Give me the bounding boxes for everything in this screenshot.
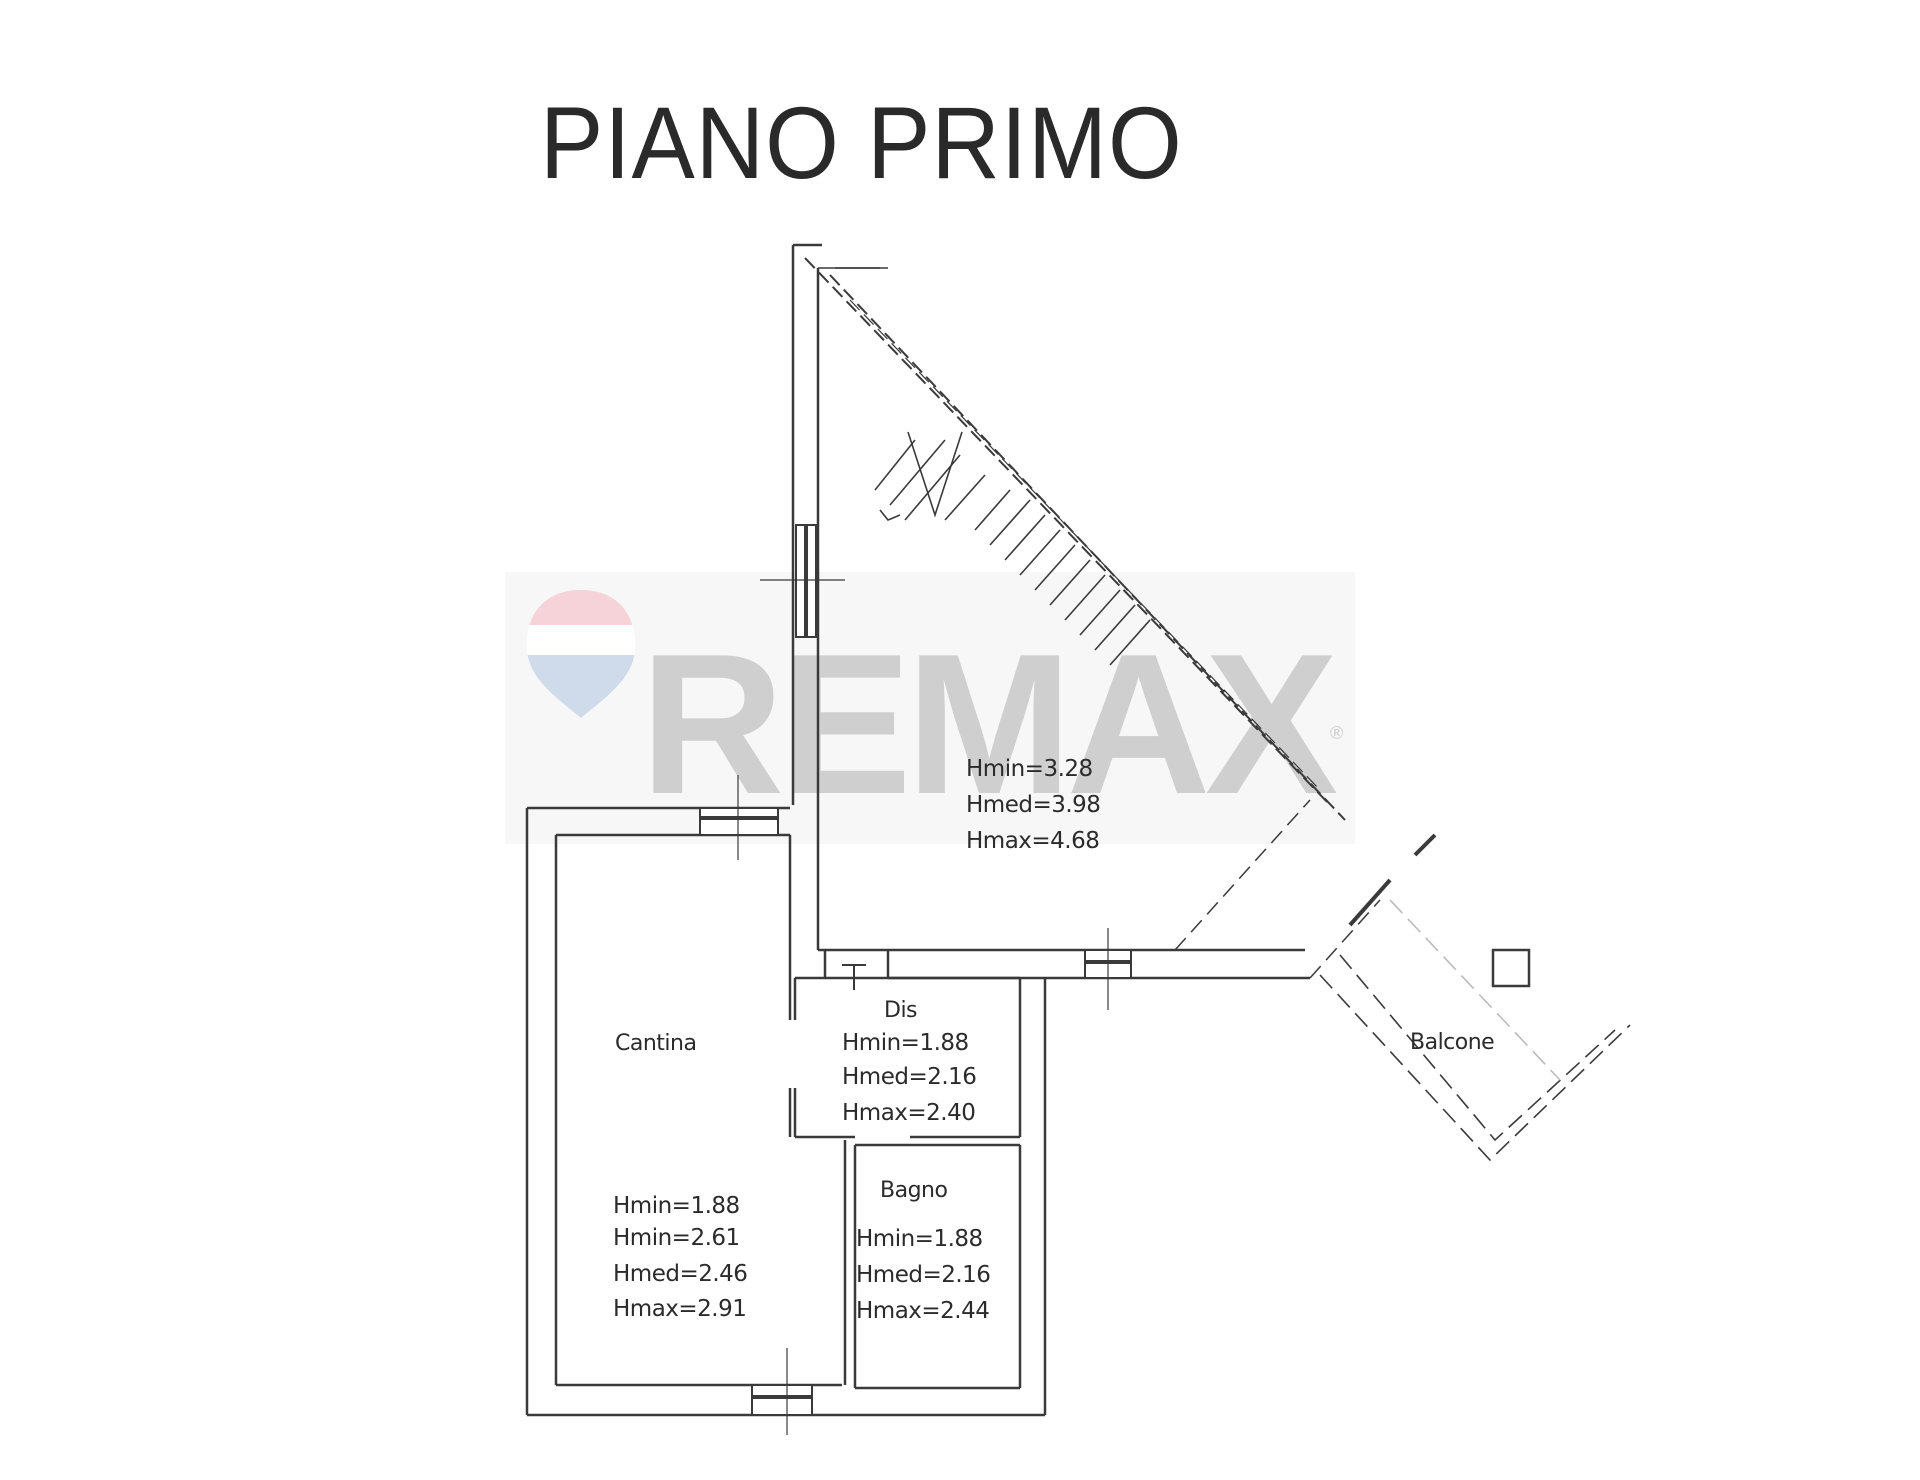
balcone-label: Balcone <box>1410 1030 1495 1055</box>
bagno-hmax: Hmax=2.44 <box>856 1298 990 1324</box>
bagno-hmin: Hmin=1.88 <box>856 1226 983 1252</box>
balcony-outline <box>1319 899 1631 1162</box>
window-cantina-top <box>699 775 779 860</box>
window-cantina-bottom <box>751 1348 813 1435</box>
cantina-hmin-1: Hmin=1.88 <box>613 1193 740 1219</box>
main-room-hmed: Hmed=3.98 <box>966 792 1101 818</box>
watermark-registered: ® <box>1330 723 1343 743</box>
dis-hmax: Hmax=2.40 <box>842 1100 976 1126</box>
dis-label: Dis <box>884 998 918 1023</box>
window-left <box>760 524 845 638</box>
watermark-text: REMAX <box>640 613 1338 836</box>
dis-hmin: Hmin=1.88 <box>842 1030 969 1056</box>
cantina-hmax: Hmax=2.91 <box>613 1296 747 1322</box>
bagno-label: Bagno <box>880 1178 948 1203</box>
balcony-column <box>1491 948 1531 988</box>
cantina-hmin-2: Hmin=2.61 <box>613 1225 740 1251</box>
cantina-hmed: Hmed=2.46 <box>613 1261 748 1287</box>
dis-walls <box>793 950 1022 1139</box>
floor-title: PIANO PRIMO <box>540 86 1183 200</box>
cantina-label: Cantina <box>615 1031 697 1056</box>
bagno-hmed: Hmed=2.16 <box>856 1262 991 1288</box>
main-room-hmax: Hmax=4.68 <box>966 828 1100 854</box>
dis-hmed: Hmed=2.16 <box>842 1064 977 1090</box>
diagonal-wall <box>804 257 1346 821</box>
watermark-band <box>505 572 1355 844</box>
window-main-bottom <box>1084 928 1132 1010</box>
bagno-walls <box>843 1140 1022 1390</box>
staircase <box>874 431 1151 666</box>
balcony-door <box>1348 833 1437 927</box>
main-room-hmin: Hmin=3.28 <box>966 756 1093 782</box>
